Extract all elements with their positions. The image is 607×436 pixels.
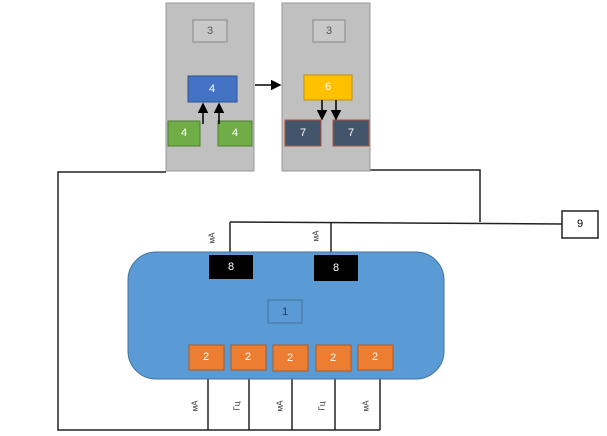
bottom-wire-label-1: мА [191,400,200,412]
panel-right-main-box [303,74,353,101]
top-sensor-1 [209,255,253,279]
wire-bus-to-9 [229,221,563,225]
external-box: 9 [561,210,599,239]
bottom-sensor-2-label: 2 [245,351,251,363]
panel-right-sub-box-2 [332,119,370,147]
panel-left-sub-label-2: 4 [232,127,238,139]
bottom-sensor-4-label: 2 [330,352,336,364]
bottom-sensor-2 [230,344,267,371]
panel-right-label-box [312,19,346,43]
panel-right: 3 6 7 7 [281,2,371,172]
bottom-sensor-1 [188,344,225,371]
bottom-sensor-3-label: 2 [287,352,293,364]
bottom-sensor-5-label: 2 [372,351,378,363]
bottom-sensor-5 [357,344,394,371]
panel-left-sub-box-2 [217,120,253,147]
panel-left: 3 4 4 4 [165,2,255,172]
panel-right-sub-box-1 [284,119,322,147]
top-sensor-2 [314,255,358,281]
wire-left-loop [57,171,380,431]
external-box-rect [561,210,599,239]
top-sensor-1-label: 8 [228,261,234,273]
bottom-sensor-3 [272,344,309,372]
main-body-center-label: 1 [282,306,288,318]
main-body: 1 8 8 2 2 2 2 2 [127,251,445,380]
top-wire-label-2: мА [312,230,321,242]
panel-right-main-label: 6 [325,81,331,93]
panel-left-main-box [187,75,238,103]
panel-right-label: 3 [326,25,332,37]
panel-left-main-label: 4 [209,83,215,95]
top-wire-label-1: мА [208,232,217,244]
panel-left-sub-box-1 [167,120,201,147]
bottom-sensor-4 [315,344,352,372]
external-box-label: 9 [577,218,583,230]
panel-right-sub-label-1: 7 [300,127,306,139]
wire-right-drop [370,169,481,222]
panel-left-label-box [192,19,228,43]
panel-right-sub-label-2: 7 [348,127,354,139]
bottom-wire-label-4: Гц [318,401,327,410]
main-body-center-box [267,299,303,324]
panel-left-label: 3 [207,25,213,37]
wire-labels: мА мА мА Гц мА Гц мА [191,230,371,412]
bottom-wire-label-5: мА [362,400,371,412]
top-sensor-2-label: 8 [333,262,339,274]
bottom-wire-label-2: Гц [233,401,242,410]
panel-left-sub-label-1: 4 [181,127,187,139]
bottom-wire-label-3: мА [276,400,285,412]
bottom-sensor-1-label: 2 [203,351,209,363]
